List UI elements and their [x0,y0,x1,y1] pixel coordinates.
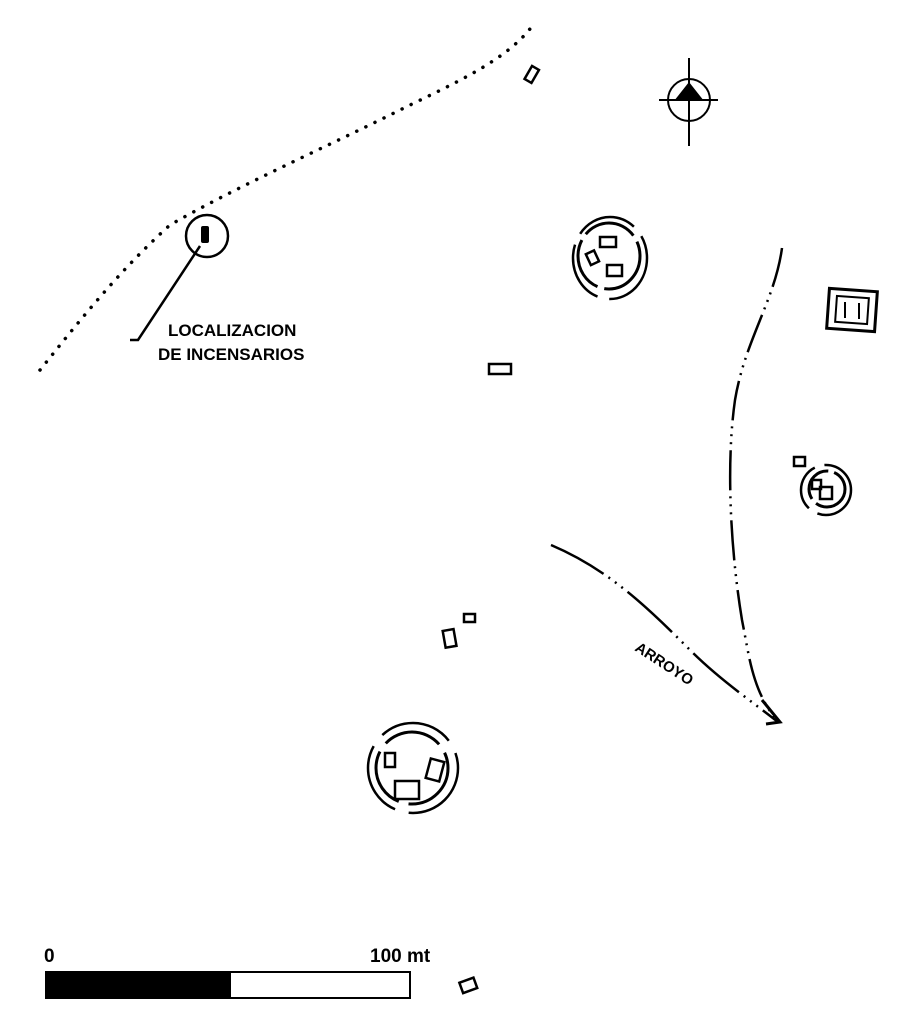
structure-small [487,362,513,376]
incensario-marker [184,213,230,259]
arroyo-stream-west [550,543,779,723]
structure-small [522,64,541,85]
scale-bar [45,971,411,999]
scale-bar-empty [229,971,411,999]
plaza-group-south [366,721,460,815]
square-structure [825,286,879,334]
plaza-group-east [792,455,853,517]
scale-bar-filled [46,972,230,998]
structure-small [462,612,477,624]
scale-start-label: 0 [44,946,55,967]
scale-end-label: 100 mt [370,946,431,967]
arroyo-stream-east [728,247,784,723]
structure-small [457,976,479,995]
arroyo-label: ARROYO [632,639,697,689]
structure-small [441,627,458,650]
dotted-trail [38,20,537,372]
incensario-label-line2: DE INCENSARIOS [158,345,304,364]
plaza-group-north [571,215,649,301]
incensario-label-line1: LOCALIZACION [168,321,296,340]
compass-north-icon [659,58,718,146]
incensario-leader-line [130,245,202,342]
arroyo-arrowhead [760,699,783,726]
